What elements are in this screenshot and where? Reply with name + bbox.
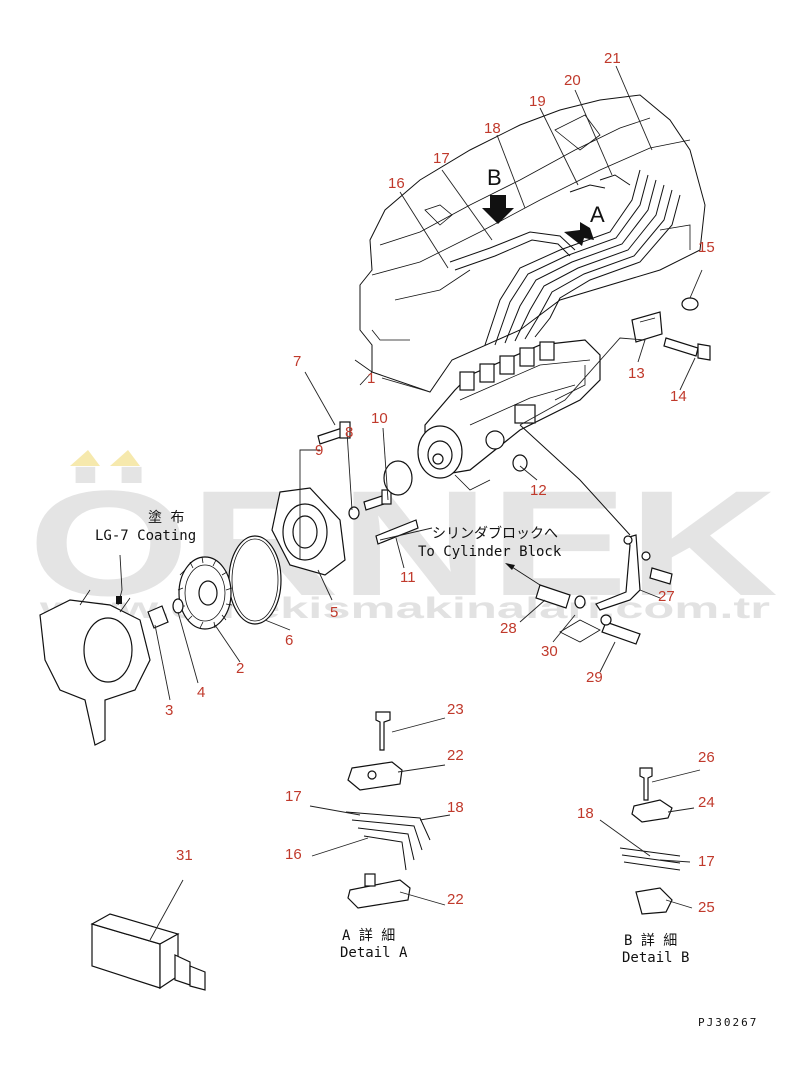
callout-27: 27 [658, 588, 675, 605]
view-arrows: B A [482, 165, 605, 246]
cylinder-block-note-jp: シリンダブロックへ [432, 525, 558, 542]
stud-11 [375, 519, 419, 545]
callout-13: 13 [628, 365, 645, 382]
bolt-29 [600, 614, 641, 645]
callout-20: 20 [564, 72, 581, 89]
o-ring-6 [228, 535, 282, 625]
engine-block [354, 94, 706, 393]
callout-28: 28 [500, 620, 517, 637]
o-ring-10 [383, 460, 413, 496]
view-b-label: B [487, 165, 502, 190]
to-cylinder-arrow [505, 563, 515, 570]
callout-21: 21 [604, 50, 621, 67]
callout-17-a: 17 [285, 788, 302, 805]
shaft-31 [90, 913, 206, 991]
callout-22-b: 22 [447, 891, 464, 908]
nut-15 [681, 297, 699, 311]
drawing-code: PJ30267 [698, 1016, 758, 1029]
callout-26: 26 [698, 749, 715, 766]
notes: 塗 布 LG-7 Coating シリンダブロックへ To Cylinder B… [95, 509, 758, 1029]
callout-30: 30 [541, 643, 558, 660]
callout-14: 14 [670, 388, 687, 405]
callout-4: 4 [197, 684, 205, 701]
view-a-arrow [564, 222, 594, 246]
gear-2 [177, 556, 233, 630]
callout-23: 23 [447, 701, 464, 718]
bolt-14 [663, 337, 711, 361]
callout-2: 2 [236, 660, 244, 677]
callout-15: 15 [698, 239, 715, 256]
injection-pump [417, 339, 601, 491]
callout-17: 17 [433, 150, 450, 167]
bracket-13 [631, 311, 663, 343]
callout-18: 18 [484, 120, 501, 137]
callout-18-b: 18 [577, 805, 594, 822]
callout-6: 6 [285, 632, 293, 649]
callout-19: 19 [529, 93, 546, 110]
callout-18-a: 18 [447, 799, 464, 816]
detail-a-title-en: Detail A [340, 945, 408, 961]
detail-b [619, 767, 681, 915]
detail-a-title-jp: A 詳 細 [342, 928, 395, 944]
callout-1: 1 [367, 370, 375, 387]
nut-3 [147, 605, 169, 629]
callout-5: 5 [330, 604, 338, 621]
callout-3: 3 [165, 702, 173, 719]
callout-29: 29 [586, 669, 603, 686]
detail-a [345, 711, 431, 909]
callout-16-a: 16 [285, 846, 302, 863]
washer-12 [512, 454, 528, 472]
washer-4 [172, 598, 184, 614]
callout-16: 16 [388, 175, 405, 192]
leader-lines [117, 65, 703, 941]
washer-30 [559, 595, 601, 643]
callout-17-b: 17 [698, 853, 715, 870]
washer-8 [348, 506, 360, 520]
callout-31: 31 [176, 847, 193, 864]
callout-9: 9 [315, 442, 323, 459]
callout-11: 11 [400, 569, 416, 586]
watermark-accent-right [110, 450, 140, 466]
bolt-9 [363, 489, 392, 511]
connector-28 [505, 563, 571, 609]
detail-b-title-jp: B 詳 細 [624, 933, 677, 949]
callout-numbers: 1 2 3 4 5 6 7 8 9 10 11 12 13 14 15 16 1… [165, 50, 715, 916]
view-b-arrow [482, 195, 514, 224]
detail-b-title-en: Detail B [622, 950, 689, 966]
fuel-pipe-27 [519, 424, 641, 611]
coating-note-en: LG-7 Coating [95, 528, 196, 544]
injection-pipes [449, 169, 681, 346]
bolt-7 [317, 421, 351, 445]
callout-7: 7 [293, 353, 301, 370]
view-a-label: A [590, 202, 605, 227]
watermark-accent-left [70, 450, 100, 466]
callout-8: 8 [345, 424, 353, 441]
flange-5 [271, 487, 346, 576]
cylinder-block-note-en: To Cylinder Block [418, 544, 562, 560]
coating-note-jp: 塗 布 [148, 509, 184, 526]
coating-dot-marker [116, 596, 122, 604]
callout-22-a: 22 [447, 747, 464, 764]
callout-25: 25 [698, 899, 715, 916]
callout-12: 12 [530, 482, 547, 499]
bolt-27 [641, 551, 673, 585]
gasket-plate [39, 589, 151, 746]
callout-24: 24 [698, 794, 715, 811]
callout-10: 10 [371, 410, 388, 427]
